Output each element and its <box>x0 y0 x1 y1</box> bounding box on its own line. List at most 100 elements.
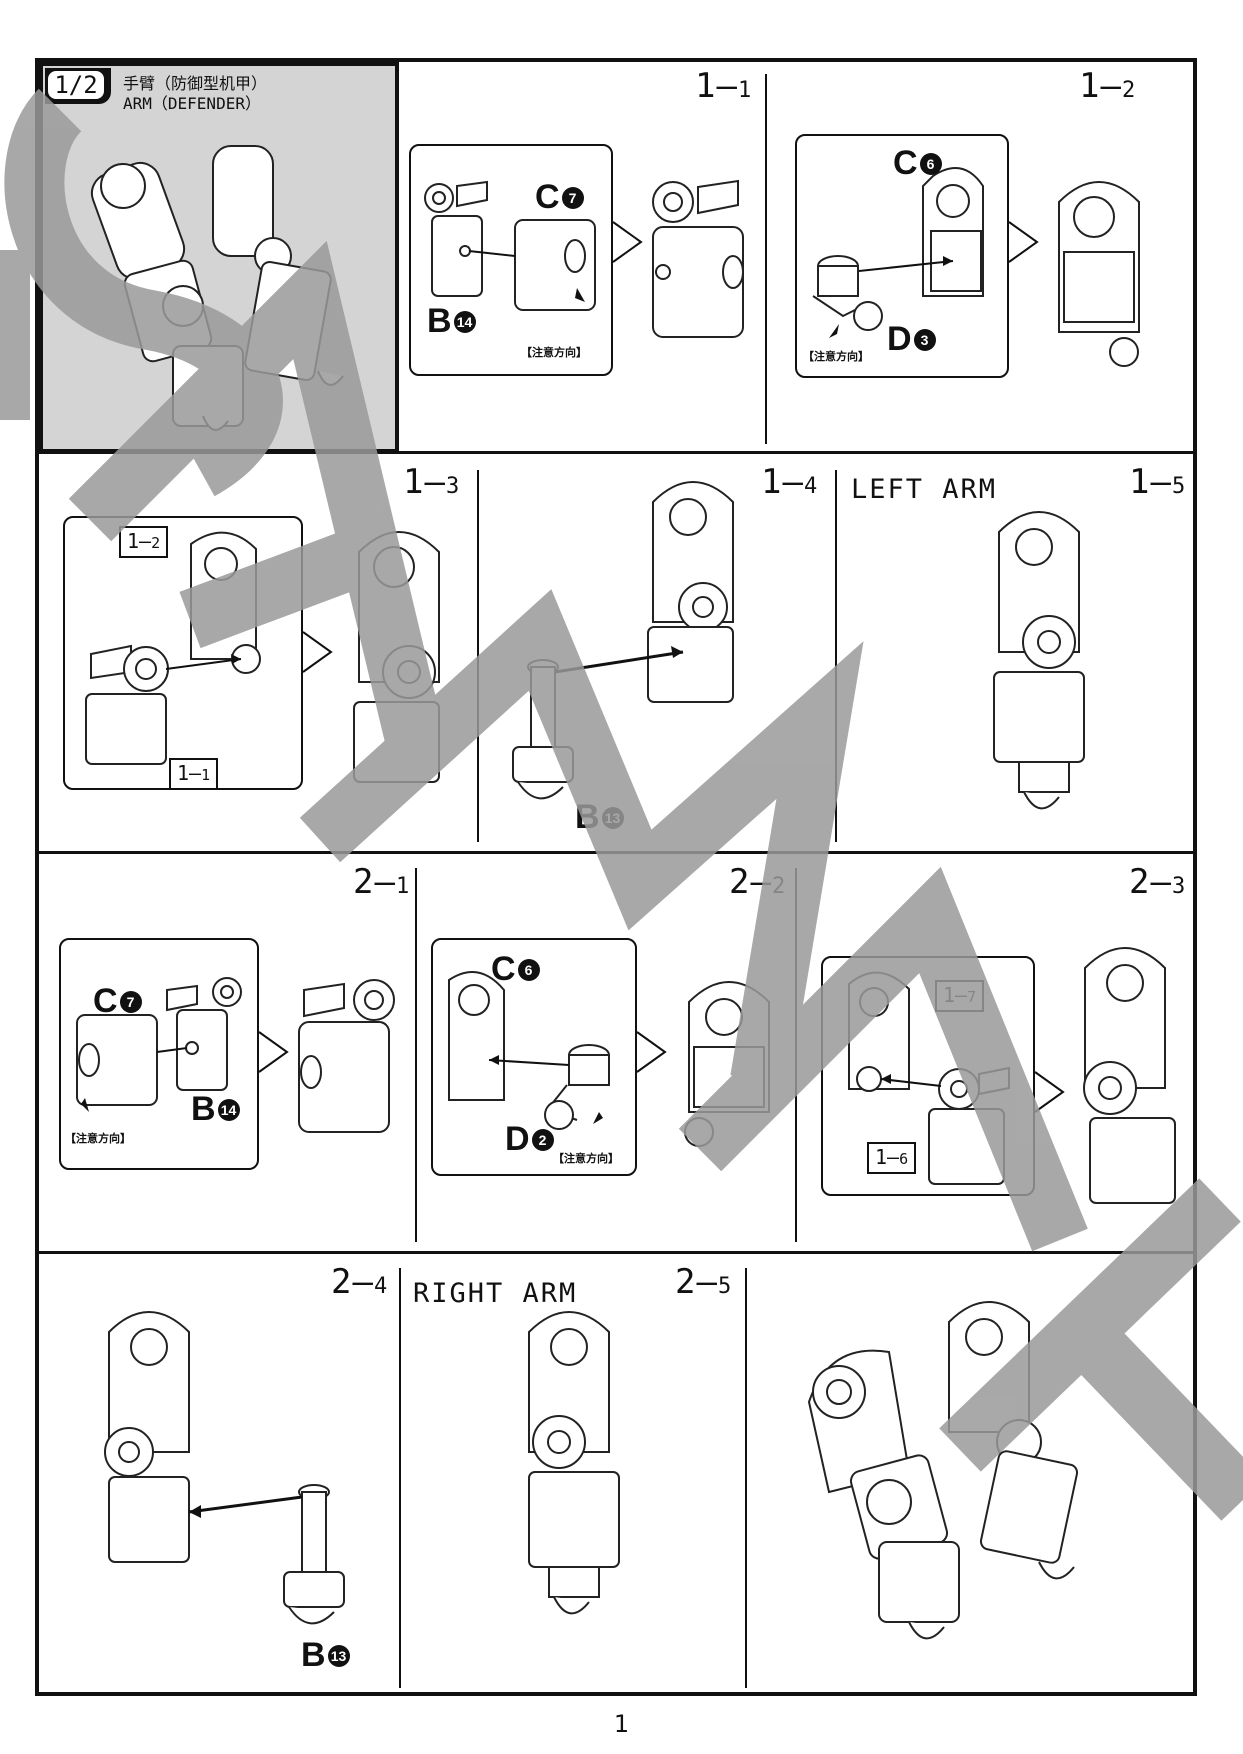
step-dash: — <box>352 1262 374 1302</box>
detail-bubble-1-3: 1—2 1—1 <box>63 516 303 790</box>
direction-note: 【注意方向】 <box>803 350 869 363</box>
right-arm-illustration <box>528 1311 620 1615</box>
direction-note: 【注意方向】 <box>65 1132 131 1145</box>
row-divider-1 <box>39 451 1193 454</box>
step-dash: — <box>1150 862 1172 902</box>
part-letter: B <box>427 302 452 340</box>
step-label-2-1: 2—1 <box>353 862 410 902</box>
bubble-pointer <box>612 221 643 263</box>
part-number: 14 <box>453 310 476 333</box>
direction-note: 【注意方向】 <box>553 1152 619 1165</box>
step-main: 1 <box>1129 462 1151 502</box>
col-divider-r2a <box>477 470 479 842</box>
col-divider-r4a <box>399 1268 401 1688</box>
step-sub: 5 <box>1171 474 1187 499</box>
part-letter: B <box>301 1636 326 1674</box>
arm-overview-illustration <box>90 145 344 431</box>
title-chinese: 手臂（防御型机甲） <box>123 74 268 93</box>
step-main: 2 <box>331 1262 353 1302</box>
step-main: 2 <box>675 1262 697 1302</box>
step-sub: 5 <box>717 1274 733 1299</box>
title-english: ARM（DEFENDER） <box>123 94 261 113</box>
assembled-2-2-illustration <box>684 981 770 1147</box>
step-sub: 1 <box>395 874 411 899</box>
header-cell: 1/2 手臂（防御型机甲） ARM（DEFENDER） <box>39 62 399 453</box>
row-divider-2 <box>39 851 1193 854</box>
row-divider-3 <box>39 1251 1193 1254</box>
step-sub: 4 <box>373 1274 389 1299</box>
step-label-1-4: 1—4 <box>761 462 818 502</box>
part-letter: C <box>93 982 118 1020</box>
page-number: 1 <box>613 1710 630 1738</box>
step-dash: — <box>696 1262 718 1302</box>
assembled-1-2-illustration <box>1058 181 1140 367</box>
step-dash: — <box>782 462 804 502</box>
step-label-1-3: 1—3 <box>403 462 460 502</box>
section-tag: 1/2 <box>45 68 111 104</box>
assembly-1-4-illustration <box>512 481 734 800</box>
part-letter: B <box>575 798 600 836</box>
detail-bubble-2-3: 1—7 1—6 <box>821 956 1035 1196</box>
right-arm-label: RIGHT ARM <box>413 1278 578 1309</box>
bubble-pointer <box>1008 221 1039 263</box>
part-number: 3 <box>913 328 936 351</box>
step-main: 2 <box>1129 862 1151 902</box>
step-dash: — <box>424 462 446 502</box>
step-label-1-5: 1—5 <box>1129 462 1186 502</box>
instruction-frame: 1/2 手臂（防御型机甲） ARM（DEFENDER） 1—1 1—2 <box>35 58 1197 1696</box>
step-dash: — <box>1100 66 1122 106</box>
col-divider-r3a <box>415 868 417 1242</box>
step-sub: 4 <box>803 474 819 499</box>
step-dash: — <box>1150 462 1172 502</box>
parts-c6-d3-illustration <box>812 167 984 338</box>
part-letter: D <box>505 1120 530 1158</box>
step-sub: 3 <box>1171 874 1187 899</box>
step-sub: 1 <box>737 78 753 103</box>
step-label-1-2: 1—2 <box>1079 66 1136 106</box>
step-main: 1 <box>761 462 783 502</box>
step-sub: 2 <box>1121 78 1137 103</box>
parts-c7-b14-illustration <box>76 977 242 1112</box>
assembled-2-3-illustration <box>1083 947 1176 1204</box>
part-letter: C <box>491 950 516 988</box>
part-number: 13 <box>327 1644 350 1667</box>
assembly-2-4-illustration <box>104 1311 345 1625</box>
step-main: 1 <box>695 66 717 106</box>
part-letter: D <box>887 320 912 358</box>
step-label-1-1: 1—1 <box>695 66 752 106</box>
step-label-2-3: 2—3 <box>1129 862 1186 902</box>
part-number: 13 <box>601 806 624 829</box>
assembled-1-1-illustration <box>652 179 744 338</box>
step-dash: — <box>750 862 772 902</box>
part-letter: C <box>893 144 918 182</box>
step-dash: — <box>716 66 738 106</box>
part-number: 7 <box>119 990 142 1013</box>
step-label-2-2: 2—2 <box>729 862 786 902</box>
part-letter: B <box>191 1090 216 1128</box>
bubble-pointer <box>636 1031 667 1073</box>
assembled-1-3-illustration <box>353 531 440 783</box>
part-number: 6 <box>517 958 540 981</box>
bubble-pointer <box>302 631 333 673</box>
col-divider-r4b <box>745 1268 747 1688</box>
step-label-2-5: 2—5 <box>675 1262 732 1302</box>
step-label-2-4: 2—4 <box>331 1262 388 1302</box>
part-number: 7 <box>561 186 584 209</box>
part-number: 6 <box>919 152 942 175</box>
assembled-2-1-illustration <box>298 979 395 1133</box>
left-arm-label: LEFT ARM <box>851 474 998 505</box>
